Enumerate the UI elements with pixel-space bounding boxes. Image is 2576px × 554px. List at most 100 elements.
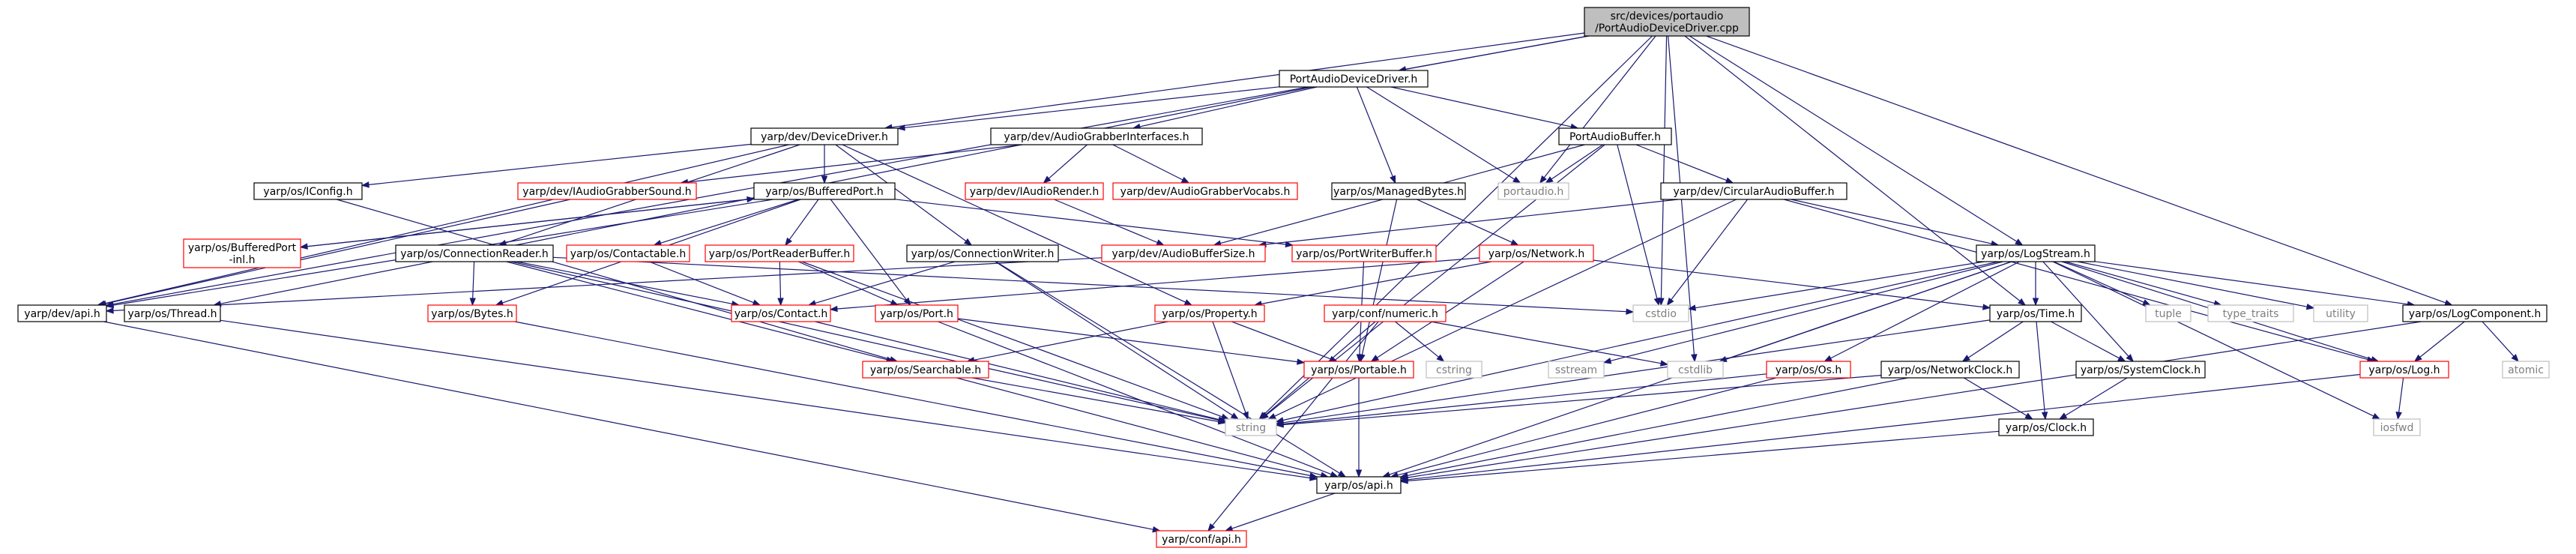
node-network[interactable]: yarp/os/Network.h <box>1479 244 1594 262</box>
node-cstdio: cstdio <box>1632 304 1689 322</box>
arrowhead-padd_h-to-managed <box>1390 175 1396 184</box>
arrowhead-devdriver-to-connwriter <box>963 238 973 246</box>
edge-sysclock-to-clock <box>2065 377 2128 416</box>
edge-root-to-devdriver <box>891 32 1585 128</box>
node-box-bufport_inl <box>183 238 301 268</box>
node-box-osapi <box>1316 476 1402 494</box>
edge-bufport-to-contactable <box>660 199 799 244</box>
arrowhead-searchable-to-string <box>1217 418 1227 425</box>
arrowhead-network-to-contact <box>829 305 838 313</box>
node-padd_h[interactable]: PortAudioDeviceDriver.h <box>1279 70 1429 88</box>
node-label-type_traits: type_traits <box>2223 308 2279 320</box>
node-pwb[interactable]: yarp/os/PortWriterBuffer.h <box>1291 244 1437 262</box>
node-iconfig[interactable]: yarp/os/IConfig.h <box>253 182 363 200</box>
node-property[interactable]: yarp/os/Property.h <box>1154 304 1265 322</box>
arrowhead-numeric-to-confapi <box>1207 523 1216 532</box>
arrowhead-logstream-to-cstdio <box>1687 304 1697 311</box>
edge-property-to-string <box>1212 321 1246 413</box>
node-contactable[interactable]: yarp/os/Contactable.h <box>566 244 690 262</box>
node-agi[interactable]: yarp/dev/AudioGrabberInterfaces.h <box>990 127 1203 145</box>
node-logcomp[interactable]: yarp/os/LogComponent.h <box>2402 304 2548 322</box>
arrowhead-devdriver-to-iconfig <box>361 181 369 188</box>
node-label-confapi: yarp/conf/api.h <box>1162 534 1241 546</box>
node-box-devapi <box>17 304 107 322</box>
node-bufport_inl[interactable]: yarp/os/BufferedPort-inl.h <box>183 238 301 268</box>
edge-contact-to-string <box>815 321 1219 421</box>
node-prb[interactable]: yarp/os/PortReaderBuffer.h <box>705 244 854 262</box>
arrowhead-numeric-to-cstdlib <box>1659 360 1669 367</box>
edge-logcomp-to-osapi <box>1407 321 2422 478</box>
node-box-log <box>2359 361 2449 379</box>
node-os_h[interactable]: yarp/os/Os.h <box>1766 361 1851 379</box>
node-label-atomic: atomic <box>2508 364 2544 376</box>
arrowhead-network-to-time <box>1982 304 1991 310</box>
edge-port-to-portable <box>957 318 1298 363</box>
node-root[interactable]: src/devices/portaudio/PortAudioDeviceDri… <box>1584 7 1750 37</box>
node-confapi[interactable]: yarp/conf/api.h <box>1156 530 1247 548</box>
node-label-numeric: yarp/conf/numeric.h <box>1332 308 1438 320</box>
node-devdriver[interactable]: yarp/dev/DeviceDriver.h <box>750 127 899 145</box>
node-connreader[interactable]: yarp/os/ConnectionReader.h <box>395 244 554 262</box>
arrowhead-root-to-time <box>2018 298 2027 306</box>
edge-logstream-to-string <box>1282 261 1999 421</box>
node-iosfwd: iosfwd <box>2373 418 2421 436</box>
node-label-cstring: cstring <box>1436 364 1472 376</box>
node-devapi[interactable]: yarp/dev/api.h <box>17 304 107 322</box>
arrowhead-port-to-portable <box>1297 358 1306 365</box>
node-pabuf[interactable]: PortAudioBuffer.h <box>1558 127 1672 145</box>
node-managed[interactable]: yarp/os/ManagedBytes.h <box>1331 182 1466 200</box>
edge-root-to-logstream <box>1689 35 2018 242</box>
node-box-iar <box>965 182 1104 200</box>
node-label-string: string <box>1236 422 1266 434</box>
node-box-pabuf <box>1558 127 1672 145</box>
arrowhead-pabuf-to-cstdio <box>1653 297 1660 307</box>
node-osapi[interactable]: yarp/os/api.h <box>1316 476 1402 494</box>
edge-root-to-portaudio <box>1543 35 1656 178</box>
node-bytes[interactable]: yarp/os/Bytes.h <box>427 304 517 322</box>
node-searchable[interactable]: yarp/os/Searchable.h <box>862 361 989 379</box>
node-box-netclock <box>1880 361 2020 379</box>
node-label-clock: yarp/os/Clock.h <box>2006 422 2087 434</box>
edge-devdriver-to-property <box>842 144 1186 303</box>
edge-contactable-to-contact <box>648 261 754 304</box>
node-box-property <box>1154 304 1265 322</box>
edge-padd_h-to-devdriver <box>904 86 1280 128</box>
node-clock[interactable]: yarp/os/Clock.h <box>1998 418 2094 436</box>
node-thread[interactable]: yarp/os/Thread.h <box>124 304 221 322</box>
node-logstream[interactable]: yarp/os/LogStream.h <box>1976 244 2096 262</box>
arrowhead-prb-to-contact <box>777 298 784 307</box>
node-netclock[interactable]: yarp/os/NetworkClock.h <box>1880 361 2020 379</box>
node-port[interactable]: yarp/os/Port.h <box>875 304 959 322</box>
node-agvocabs[interactable]: yarp/dev/AudioGrabberVocabs.h <box>1112 182 1298 200</box>
node-connwriter[interactable]: yarp/os/ConnectionWriter.h <box>906 244 1059 262</box>
node-box-sysclock <box>2075 361 2206 379</box>
node-label-iar: yarp/dev/IAudioRender.h <box>970 186 1100 198</box>
node-numeric[interactable]: yarp/conf/numeric.h <box>1324 304 1447 322</box>
node-box-root <box>1584 7 1750 37</box>
node-sysclock[interactable]: yarp/os/SystemClock.h <box>2075 361 2206 379</box>
node-circbuf[interactable]: yarp/dev/CircularAudioBuffer.h <box>1660 182 1847 200</box>
node-iar[interactable]: yarp/dev/IAudioRender.h <box>965 182 1104 200</box>
node-box-agi <box>990 127 1203 145</box>
arrowhead-property-to-string <box>1242 411 1249 421</box>
node-contact[interactable]: yarp/os/Contact.h <box>731 304 831 322</box>
node-box-clock <box>1998 418 2094 436</box>
node-iags[interactable]: yarp/dev/IAudioGrabberSound.h <box>517 182 697 200</box>
node-log[interactable]: yarp/os/Log.h <box>2359 361 2449 379</box>
node-bufport[interactable]: yarp/os/BufferedPort.h <box>753 182 896 200</box>
node-time[interactable]: yarp/os/Time.h <box>1989 304 2082 322</box>
edge-pabuf-to-cstdio <box>1617 144 1658 299</box>
node-label-pwb: yarp/os/PortWriterBuffer.h <box>1296 248 1432 260</box>
edge-root-to-time <box>1684 35 2021 301</box>
arrowhead-clock-to-osapi <box>1399 478 1408 484</box>
node-absize[interactable]: yarp/dev/AudioBufferSize.h <box>1101 244 1266 262</box>
arrowhead-managed-to-network <box>1510 239 1519 246</box>
node-label-iags: yarp/dev/IAudioGrabberSound.h <box>522 186 691 198</box>
arrowhead-logstream-to-sysclock <box>2126 354 2135 363</box>
node-portable[interactable]: yarp/os/Portable.h <box>1303 361 1414 379</box>
edge-managed-to-network <box>1417 199 1512 243</box>
edge-bufport_inl-to-bufport <box>300 199 748 248</box>
edge-time-to-sysclock <box>2051 321 2120 359</box>
arrowhead-logcomp-to-log <box>2413 354 2422 362</box>
arrowhead-pabuf-to-portaudio <box>1545 176 1554 184</box>
